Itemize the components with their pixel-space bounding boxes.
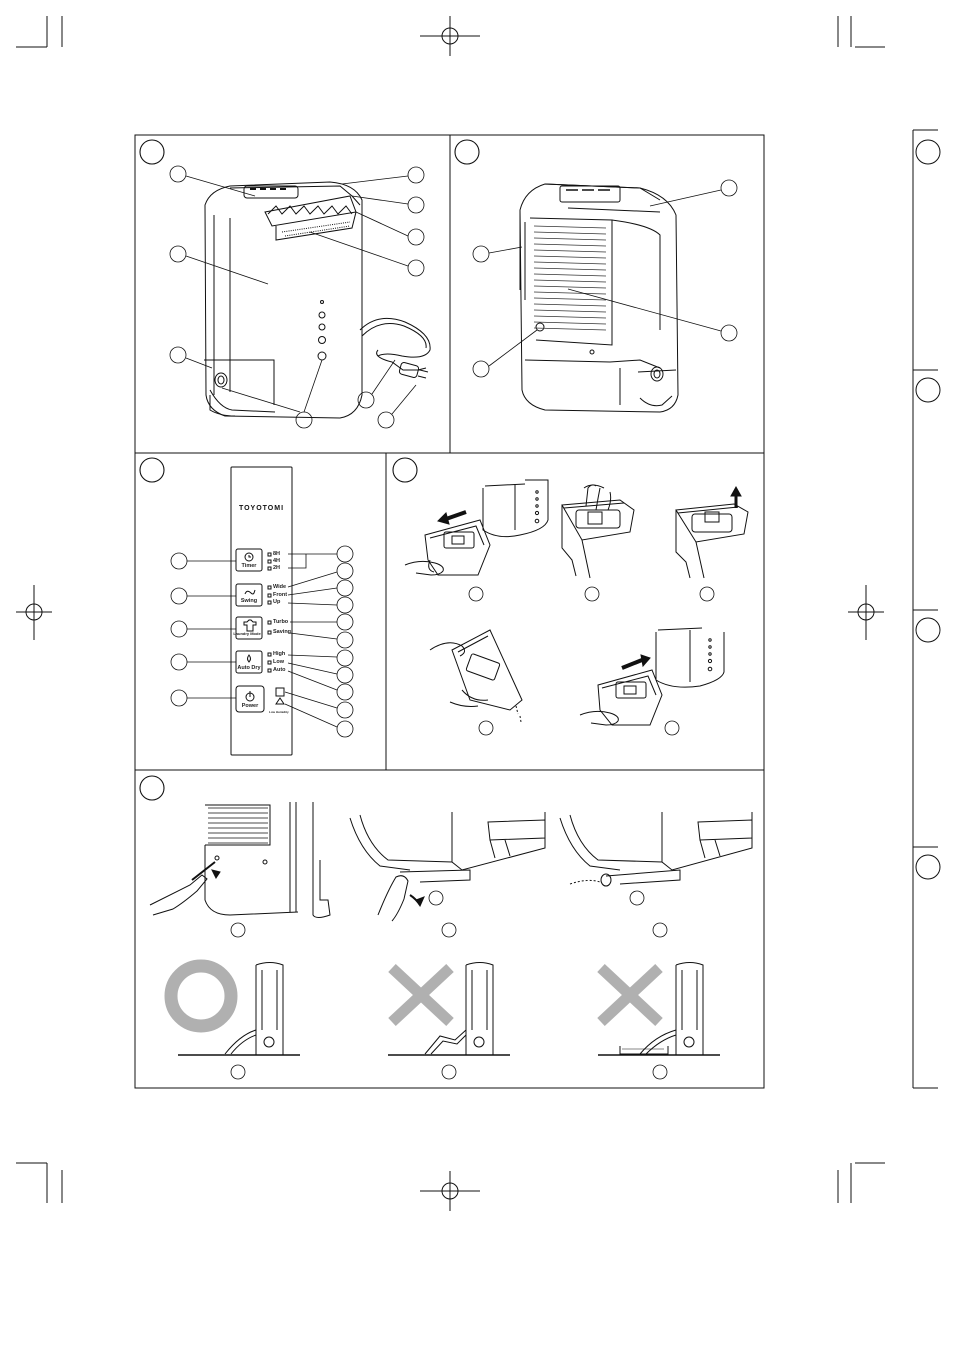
drain-step-2 bbox=[349, 812, 546, 922]
autodry-option-low: Low bbox=[273, 659, 284, 665]
timer-option-4h: 4H bbox=[273, 558, 281, 564]
autodry-option-auto: Auto bbox=[273, 667, 286, 673]
autodry-option-high: High bbox=[273, 651, 286, 657]
figure-frame bbox=[134, 134, 765, 1089]
registration-mark-right bbox=[848, 585, 884, 640]
laundry-option-saving: Saving bbox=[273, 629, 292, 635]
swing-button-label: Swing bbox=[240, 598, 258, 604]
drain-step-3 bbox=[559, 812, 753, 887]
side-tab-strip bbox=[912, 129, 941, 1089]
rear-view-callouts bbox=[472, 179, 738, 378]
brand-logo: TOYOTOMI bbox=[238, 505, 285, 512]
timer-option-2h: 2H bbox=[273, 565, 281, 571]
rear-view-dehumidifier bbox=[519, 183, 679, 413]
timer-option-8h: 8H bbox=[273, 551, 281, 557]
swing-option-wide: Wide bbox=[273, 584, 287, 590]
timer-button-label: Timer bbox=[241, 563, 257, 569]
registration-mark-bottom bbox=[420, 1171, 480, 1211]
hose-wrong-example-submerged bbox=[597, 962, 720, 1080]
power-button-label: Power bbox=[241, 703, 259, 709]
hose-wrong-example-raised bbox=[388, 962, 510, 1080]
front-view-dehumidifier bbox=[204, 181, 431, 419]
control-panel-callouts bbox=[170, 545, 354, 738]
low-humidity-indicator-label: Low Humidity bbox=[269, 710, 289, 714]
swing-option-front: Front bbox=[273, 592, 288, 598]
tank-step-callouts bbox=[468, 586, 715, 736]
tank-step-3 bbox=[675, 485, 749, 579]
drain-step-callouts bbox=[230, 890, 668, 938]
crop-marks bbox=[16, 16, 885, 1203]
hose-correct-example bbox=[164, 959, 300, 1080]
laundry-mode-button-label: Laundry Mode bbox=[233, 631, 261, 636]
rear-vent-grille bbox=[533, 225, 607, 331]
auto-dry-button-label: Auto Dry bbox=[237, 665, 261, 671]
laundry-option-turbo: Turbo bbox=[273, 619, 289, 625]
control-panel-drawing bbox=[230, 466, 293, 756]
tank-step-4 bbox=[429, 629, 523, 723]
registration-mark-top bbox=[420, 16, 480, 56]
tank-step-5 bbox=[579, 627, 725, 726]
front-view-callouts bbox=[169, 165, 425, 429]
tank-step-1 bbox=[404, 479, 549, 576]
swing-option-up: Up bbox=[273, 599, 281, 605]
drain-step-1 bbox=[149, 802, 331, 918]
tank-step-2 bbox=[561, 484, 635, 579]
registration-mark-left bbox=[16, 585, 52, 640]
section-circles bbox=[139, 139, 480, 801]
